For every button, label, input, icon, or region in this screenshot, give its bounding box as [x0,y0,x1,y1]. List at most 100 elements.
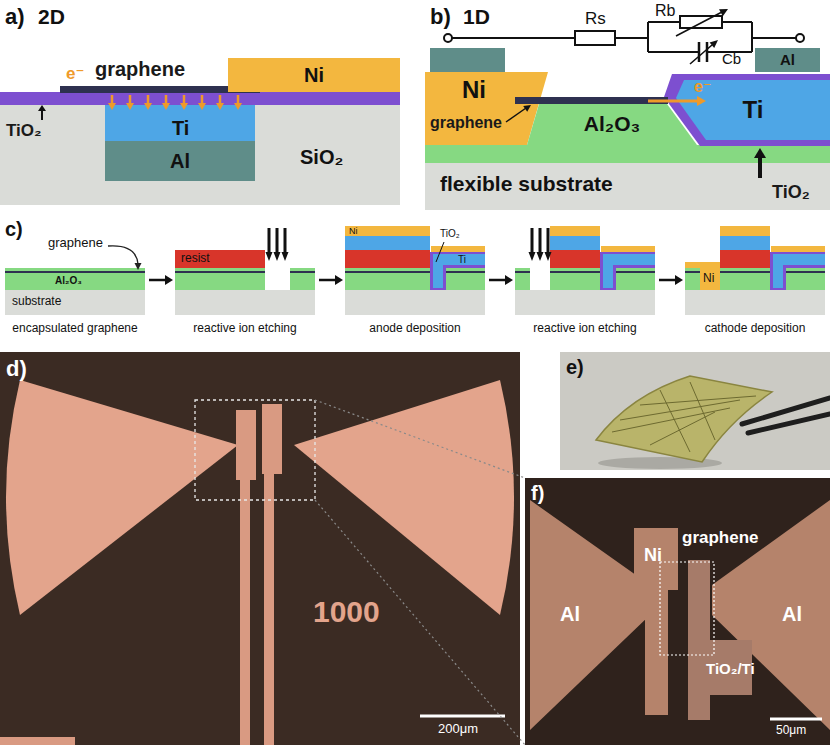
al2o3-layer [345,268,485,290]
graphene-sheet [515,271,655,273]
text-label: c) [5,218,23,241]
text-label: e⁻ [66,64,84,84]
ni-cathode [685,262,720,290]
graphene-sheet [175,271,315,273]
aluminium-layer-fill [105,141,255,181]
text-label: e) [566,356,584,379]
text-label: Ti [458,254,466,266]
layer-label: flexible substrate [440,172,613,196]
metal-lead [0,404,282,745]
arrow-head [135,263,142,270]
pointer-arrow [758,157,762,178]
ni-layer [550,226,600,236]
arrow-head [529,252,552,261]
etch-arrow [532,228,548,253]
al2o3-layer [5,268,145,290]
etch-arrow [269,228,285,253]
text-label: 1000 [313,595,380,630]
sio2-substrate: SiO₂ TiAl [0,105,400,205]
terminal [444,34,452,42]
text-label: 200μm [438,722,478,737]
circuit-wire [452,22,796,52]
text-label: Al [560,603,580,626]
text-label: Rs [585,9,606,29]
substrate-layer [5,290,145,315]
sio2-substrate-fill [0,105,400,205]
resist-layer [550,250,600,268]
substrate-layer [685,290,825,315]
electron-arrow [112,95,238,104]
variable-arrow [676,13,721,65]
al2o3-layer-fill [527,104,697,145]
text-label: e⁻ [694,78,711,96]
ti-layer [773,254,825,288]
electron-arrow [648,100,698,103]
bowtie-antenna [6,380,238,615]
aluminium-layer: Al [105,141,255,181]
zoom-box [195,400,315,500]
text-label: Ni [349,226,358,236]
photo [560,352,830,470]
text-label: substrate [12,295,61,309]
arrow-head [108,103,242,110]
substrate-layer [345,290,485,315]
micrograph [0,352,520,745]
ti-layer [550,236,600,250]
ni-layer [345,226,430,236]
text-label: Ni [703,272,714,286]
text-label: TiO₂ [772,182,810,203]
al2o3-layer [515,268,655,290]
bowtie-antenna [294,380,514,615]
nickel-electrode-fill [425,72,548,145]
arrow-head [719,9,728,16]
titanium-layer: Ti [105,105,255,141]
layer-label: SiO₂ [300,146,343,169]
graphene-sheet [5,271,145,273]
text-label: graphene [95,58,185,81]
nickel-electrode-fill [228,58,400,92]
layer-label: Ni [462,76,486,104]
text-label: Al [782,603,802,626]
text-label: a) [5,4,25,29]
text-label: graphene [682,528,759,548]
layer-label: Al [170,150,190,173]
substrate-layer [175,290,315,315]
leader-line [506,108,526,122]
ni-layer [601,246,655,252]
terminal [796,34,804,42]
resist-layer [345,250,430,268]
device-grid [612,382,756,452]
graphene-sheet [345,271,485,273]
text-label: 1D [463,5,490,29]
flexible-substrate: flexible substrate [425,163,830,210]
tio2-layer [770,252,825,290]
text-label: d) [6,356,27,381]
ti-layer [345,236,430,250]
layer-label: Al [780,51,795,68]
text-label: reactive ion etching [193,322,296,336]
pointer-arrow [41,110,43,120]
layer-label: Ti [743,96,764,124]
text-label: anode deposition [369,322,460,336]
graphene-outline [660,562,714,655]
tio2-layer [0,92,400,105]
text-label: graphene [48,236,103,251]
text-label: TiO₂/Ti [706,660,755,677]
arrow-head [38,105,46,111]
al2o3-layer: Al₂O₃ [527,104,697,145]
metal-pad [530,500,830,730]
arrow-head [710,40,718,48]
ni-layer [720,226,770,236]
micrograph [525,478,830,745]
text-label: 50μm [776,724,806,738]
scale-bar [770,718,822,721]
leader-line [436,242,444,262]
resist-layer [720,250,770,268]
tio2-layer [600,252,655,290]
al-contact [430,48,505,72]
zoom-line [315,400,525,745]
titanium-layer-fill [105,105,255,141]
arrow-head [697,96,706,106]
text-label: cathode deposition [705,322,806,336]
